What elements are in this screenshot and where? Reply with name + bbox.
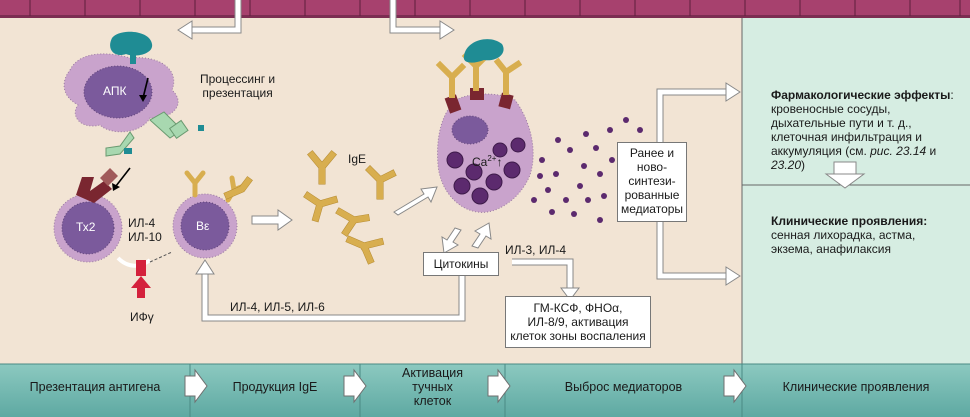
stage-mediator-release: Выброс медиаторов [564,380,683,394]
il456-label: ИЛ-4, ИЛ-5, ИЛ-6 [230,300,325,314]
stage-antigen-presentation: Презентация антигена [29,380,161,394]
stage-ige-production: Продукция IgE [232,380,318,394]
pharm-and: и [926,144,937,158]
mediators-box: Ранее и ново- синтези- рованные медиатор… [617,142,687,222]
right-panel-bg [742,18,970,364]
tissue-arrows [190,0,440,34]
bottom-band [0,364,970,417]
processing-label: Процессинг и презентация [200,72,276,100]
stage-mast-cell-activation: Активация тучных клеток [401,366,464,408]
calcium-charge: 2+ [487,154,497,163]
cytokines-box: Цитокины [423,252,499,276]
pharm-close: ) [801,158,806,172]
clin-title: Клинические проявления: [771,214,928,228]
ifn-label: ИФγ [130,310,154,324]
th2-cell [53,168,123,263]
pharmacological-effects: Фармакологические эффекты: кровеносные с… [771,88,954,172]
stage-arrow-4 [723,368,747,404]
il10-label: ИЛ-10 [128,230,162,244]
pharm-ref-1: рис. 23.14 [870,144,927,158]
ifn-block [136,260,146,276]
stage-clinical-manifestations: Клинические проявления [782,380,930,394]
ifn-arrow [131,276,151,298]
apc-label: АПК [103,84,127,98]
calcium-symbol: Ca [472,155,488,169]
pharm-title: Фармакологические эффекты [771,88,951,102]
mediator-particles [531,117,643,223]
stage-arrow-3 [487,368,511,404]
pharm-text: кровеносные сосуды, дыхательные пути и т… [771,102,922,158]
apc-cell [63,31,204,157]
tissue-layer [0,0,970,18]
il3-il4-label: ИЛ-3, ИЛ-4 [505,243,567,257]
pharm-ref-2: 23.20 [771,158,802,172]
stage-arrow-1 [184,368,208,404]
il4-label: ИЛ-4 [128,216,156,230]
gmcsf-box: ГМ-КСФ, ФНОα, ИЛ-8/9, активация клеток з… [505,296,651,348]
mast-cell [435,39,534,213]
panel-down-arrow [824,161,866,189]
calcium-arrow: ↑ [496,155,503,169]
b-cell-label: Bε [196,219,210,233]
b-cell [172,170,247,259]
ige-molecules [223,150,397,265]
clinical-manifestations: Клинические проявления: сенная лихорадка… [771,214,967,256]
clin-text: сенная лихорадка, астма, экзема, анафила… [771,228,916,256]
ige-label: IgE [348,152,367,166]
stage-arrow-2 [343,368,367,404]
calcium-label: Ca2+↑ [472,152,502,169]
th2-label: Тх2 [76,220,96,234]
